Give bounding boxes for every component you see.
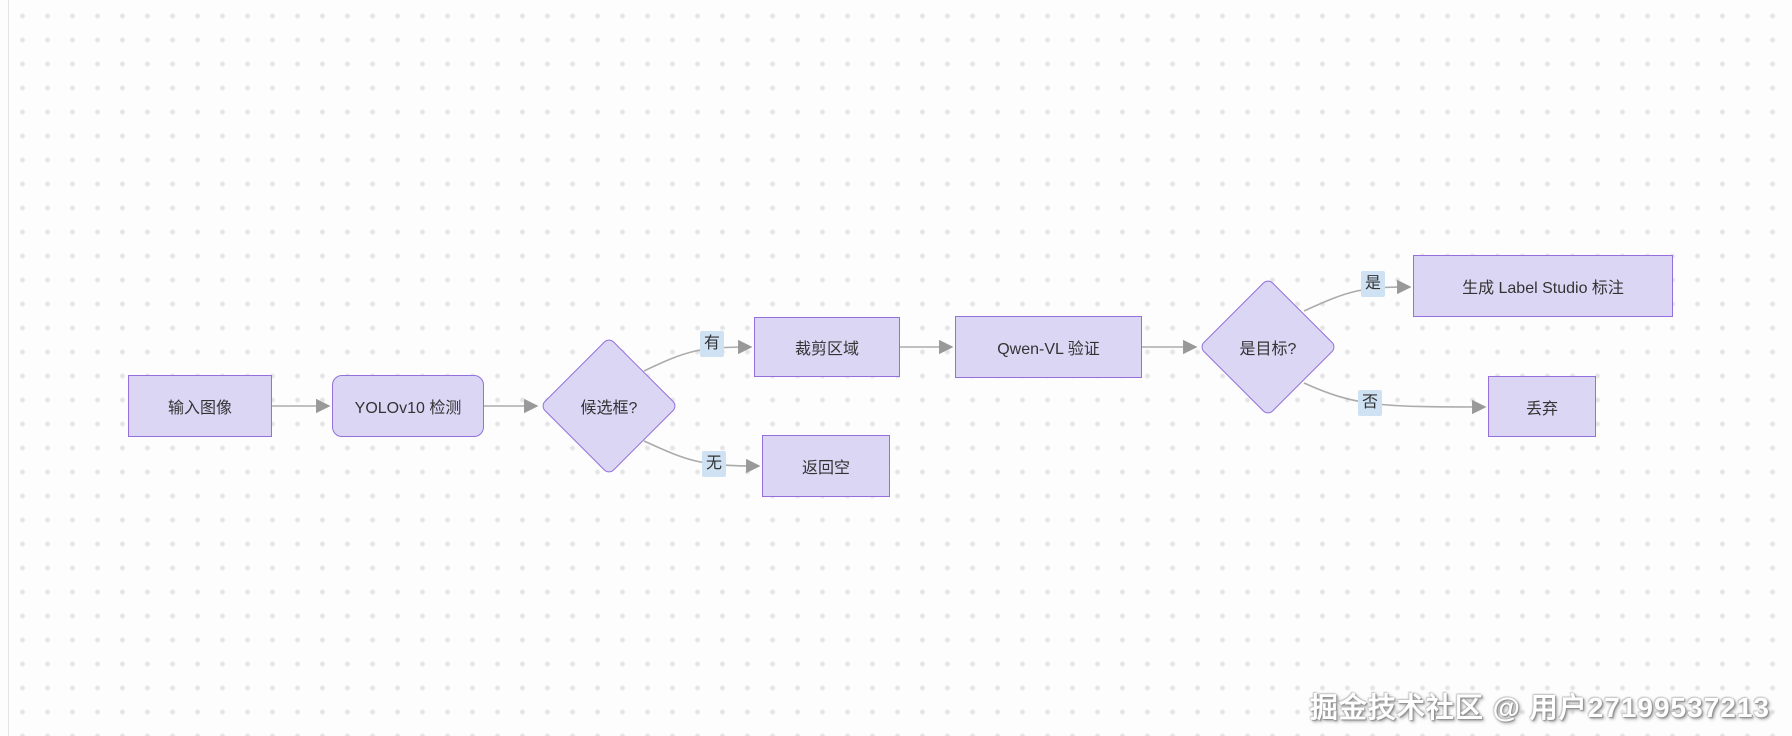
- node-yolov10-detect: YOLOv10 检测: [332, 375, 484, 437]
- node-candidate-boxes-label: 候选框?: [580, 400, 638, 417]
- node-is-target-label: 是目标?: [1239, 341, 1297, 358]
- watermark-text: 掘金技术社区 @ 用户27199537213: [1309, 692, 1770, 723]
- node-crop-region: 裁剪区域: [754, 317, 900, 377]
- node-qwen-vl-verify: Qwen-VL 验证: [955, 316, 1142, 378]
- node-input-image: 输入图像: [128, 375, 272, 437]
- node-qwen-vl-verify-label: Qwen-VL 验证: [997, 341, 1100, 358]
- canvas-left-border: [8, 0, 9, 736]
- node-input-image-label: 输入图像: [167, 400, 232, 417]
- node-is-target-decision: 是目标?: [1198, 277, 1338, 417]
- edge-istarget-to-generate: [1303, 279, 1412, 312]
- node-return-empty-label: 返回空: [801, 460, 850, 477]
- node-discard: 丢弃: [1488, 376, 1596, 437]
- node-crop-region-label: 裁剪区域: [794, 341, 859, 358]
- node-return-empty: 返回空: [762, 435, 890, 497]
- edge-candidate-to-return-empty: [643, 440, 761, 474]
- node-generate-label-studio: 生成 Label Studio 标注: [1413, 255, 1673, 317]
- node-yolov10-detect-label: YOLOv10 检测: [354, 400, 462, 417]
- node-generate-label-studio-label: 生成 Label Studio 标注: [1462, 280, 1624, 297]
- edge-label-no: 否: [1358, 390, 1383, 416]
- edge-label-none: 无: [702, 451, 727, 477]
- node-discard-label: 丢弃: [1525, 400, 1558, 418]
- edge-label-has: 有: [700, 331, 725, 357]
- node-candidate-boxes-decision: 候选框?: [539, 336, 679, 476]
- edge-label-yes: 是: [1361, 271, 1386, 297]
- edge-candidate-to-crop: [643, 339, 753, 372]
